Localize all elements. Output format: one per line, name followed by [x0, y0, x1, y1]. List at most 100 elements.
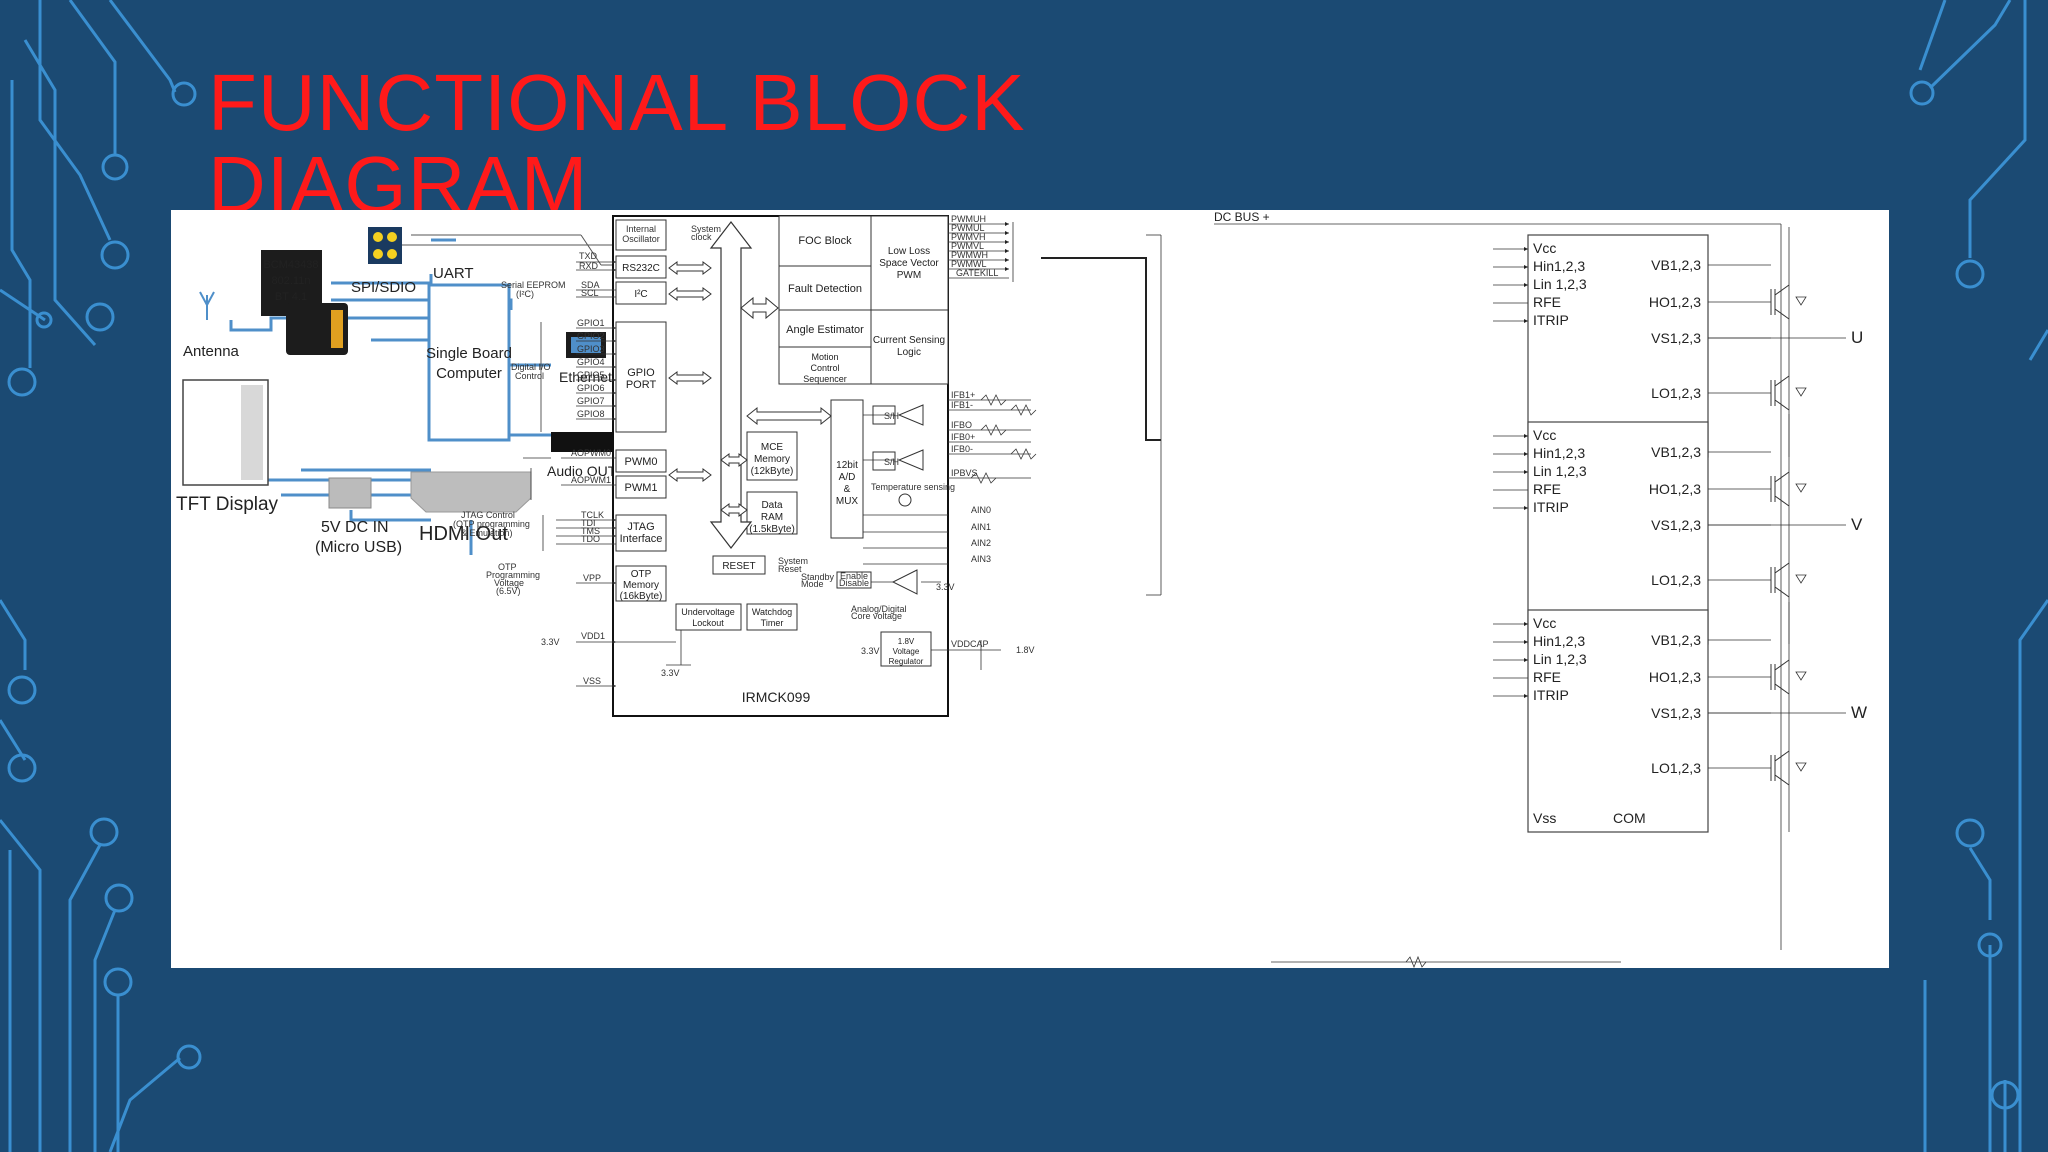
driver-right-pin: VB1,2,3 — [1651, 257, 1701, 273]
driver-right-pin: VS1,2,3 — [1651, 705, 1701, 721]
pwm-output-pin: PWMWL — [951, 259, 987, 269]
analog-core-label-1: Analog/Digital — [851, 604, 907, 614]
otp-memory-label-1: OTP — [631, 569, 652, 580]
phase-output-label: V — [1851, 515, 1863, 534]
driver-left-pin: Lin 1,2,3 — [1533, 463, 1587, 479]
jtag-pin: TMS — [581, 526, 600, 536]
wifi-chip-line-2: 802.11n — [272, 275, 311, 287]
power-in-label-1: 5V DC IN — [321, 519, 389, 536]
jtag-interface-label-2: Interface — [620, 533, 663, 545]
txd-pin: TXD — [579, 251, 598, 261]
driver-left-pin: ITRIP — [1533, 687, 1569, 703]
gpio-pin: GPIO1 — [577, 318, 605, 328]
ain-pin: AIN2 — [971, 538, 991, 548]
ain-pin: AIN1 — [971, 522, 991, 532]
wifi-chip-line-1: BCM43438 — [263, 259, 318, 271]
pwm-output-pin: PWMVH — [951, 232, 986, 242]
driver-right-pin: HO1,2,3 — [1649, 294, 1701, 310]
spi-sdio-label: SPI/SDIO — [351, 279, 416, 296]
uart-label: UART — [433, 265, 474, 282]
motion-control-label-1: Motion — [811, 352, 838, 362]
undervoltage-lockout-label-1: Undervoltage — [681, 607, 735, 617]
wifi-chip-line-3: BT 4.1 — [275, 291, 307, 303]
system-clock-label-1: System — [691, 224, 721, 234]
data-ram-label-2: RAM — [761, 512, 783, 523]
driver-left-pin: ITRIP — [1533, 499, 1569, 515]
driver-left-pin: RFE — [1533, 481, 1561, 497]
enable-disable-label-1: Enable — [840, 571, 868, 581]
regulator-input-pin: 3.3V — [861, 646, 880, 656]
ethernet-label: Ethernet — [559, 369, 612, 385]
adc-label-2: A/D — [839, 472, 856, 483]
tft-display-label: TFT Display — [176, 494, 279, 515]
mce-memory-label-1: MCE — [761, 442, 784, 453]
igbt-transistor-icon — [1770, 284, 1790, 320]
igbt-transistor-icon — [1770, 471, 1790, 507]
regulator-label-3: Regulator — [889, 657, 924, 666]
hdmi-port-icon — [410, 471, 532, 513]
jtag-pin: TDI — [581, 518, 596, 528]
sample-hold-2-label: S/H — [884, 457, 899, 467]
enable-disable-label-2: Disable — [839, 578, 869, 588]
watchdog-timer-label-1: Watchdog — [752, 607, 792, 617]
block-diagram: Single Board Computer UART BCM43438 802.… — [176, 210, 1867, 968]
pwm-output-pin: PWMVL — [951, 241, 984, 251]
slide-title: FUNCTIONAL BLOCK DIAGRAM — [208, 62, 1208, 226]
ain-pin: AIN3 — [971, 554, 991, 564]
motion-control-label-3: Sequencer — [803, 374, 847, 384]
aopwm0-pin: AOPWM0 — [571, 448, 611, 458]
jtag-control-label-3: & Emulation) — [461, 528, 513, 538]
temperature-sensing-label: Temperature sensing — [871, 482, 955, 492]
vddcap-pin: VDDCAP — [951, 639, 989, 649]
uart-connector-icon — [368, 227, 402, 264]
controller-chip-name: IRMCK099 — [742, 689, 811, 705]
circuit-trace — [108, 0, 177, 93]
block-diagram-panel: Single Board Computer UART BCM43438 802.… — [171, 210, 1889, 968]
antenna-icon — [199, 291, 215, 320]
jtag-pin: TCLK — [581, 510, 604, 520]
system-reset-label-1: System — [778, 556, 808, 566]
jtag-control-label-2: (OTP programming — [453, 519, 530, 529]
mce-memory-label-3: (12kByte) — [751, 466, 794, 477]
driver-right-pin: HO1,2,3 — [1649, 669, 1701, 685]
low-loss-pwm-label-3: PWM — [897, 270, 921, 281]
ifb-pin: IPBVS — [951, 468, 978, 478]
pwm-output-pin: GATEKILL — [956, 268, 998, 278]
internal-oscillator-label-2: Oscillator — [622, 234, 660, 244]
data-ram-label-3: (1.5kByte) — [749, 524, 795, 535]
ifb-pin: IFB1+ — [951, 390, 975, 400]
vdd1-pin: VDD1 — [581, 631, 605, 641]
driver-left-pin: Hin1,2,3 — [1533, 445, 1585, 461]
angle-estimator-label: Angle Estimator — [786, 324, 864, 336]
digital-io-label-2: Control — [515, 371, 544, 381]
driver-vss-pin: Vss — [1533, 810, 1556, 826]
undervoltage-lockout-label-2: Lockout — [692, 618, 724, 628]
current-sensing-label-1: Current Sensing — [873, 335, 945, 346]
ifb-pin: IFB1- — [951, 400, 973, 410]
otp-memory-label-2: Memory — [623, 580, 659, 591]
jtag-pin: TDO — [581, 534, 600, 544]
driver-left-pin: RFE — [1533, 669, 1561, 685]
ifb-pin: IFB0+ — [951, 432, 975, 442]
driver-left-pin: Lin 1,2,3 — [1533, 276, 1587, 292]
gpio-pin: GPIO5 — [577, 370, 605, 380]
micro-usb-icon — [328, 477, 372, 509]
scl-pin: SCL — [581, 288, 599, 298]
igbt-transistor-icon — [1770, 750, 1790, 786]
sample-hold-1-label: S/H — [884, 411, 899, 421]
single-board-computer-box — [427, 283, 511, 442]
ifb-pin: IFBO — [951, 420, 972, 430]
gpio-pin-labels: GPIO1 GPIO2 GPIO3 GPIO4 GPIO5 GPIO6 GPIO… — [577, 318, 605, 419]
motion-control-label-2: Control — [810, 363, 839, 373]
data-ram-label-1: Data — [761, 500, 783, 511]
standby-mode-label-2: Mode — [801, 579, 824, 589]
otp-memory-label-3: (16kByte) — [620, 591, 663, 602]
driver-left-pin: Vcc — [1533, 427, 1556, 443]
driver-right-pin: LO1,2,3 — [1651, 760, 1701, 776]
jtag-control-label-1: JTAG Control — [461, 510, 515, 520]
sbc-label-1: Single Board — [426, 345, 512, 362]
otp-prog-label-4: (6.5V) — [496, 586, 521, 596]
